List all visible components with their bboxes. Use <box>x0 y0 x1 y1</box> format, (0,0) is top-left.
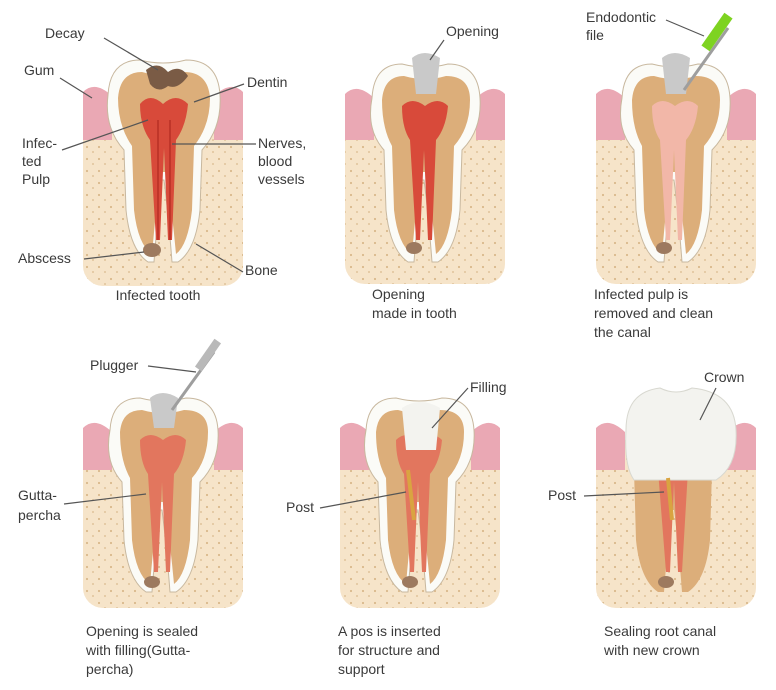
caption-2-line-1: Opening <box>372 286 425 302</box>
opening-filling <box>150 393 178 428</box>
caption-4-line-3: percha) <box>86 661 133 677</box>
abscess <box>658 576 674 588</box>
label-dentin: Dentin <box>247 74 287 90</box>
label-abscess: Abscess <box>18 250 71 266</box>
label-infected-2: ted <box>22 153 41 169</box>
abscess <box>406 242 422 254</box>
leader-file <box>666 20 704 36</box>
label-post: Post <box>286 499 314 515</box>
caption-1-line-1: Infected tooth <box>116 287 201 303</box>
caption-4-line-1: Opening is sealed <box>86 623 198 639</box>
abscess <box>143 243 161 257</box>
label-bone: Bone <box>245 262 278 278</box>
label-endodontic-2: file <box>586 27 604 43</box>
label-gum: Gum <box>24 62 54 78</box>
crown <box>626 388 737 480</box>
abscess <box>402 576 418 588</box>
caption-2-line-2: made in tooth <box>372 305 457 321</box>
panel-sealed: Plugger Gutta- percha Opening is sealed … <box>18 339 243 677</box>
label-nerves-1: Nerves, <box>258 135 306 151</box>
label-nerves-3: vessels <box>258 171 305 187</box>
opening-filling <box>412 53 440 94</box>
caption-5-line-2: for structure and <box>338 642 440 658</box>
caption-3-line-1: Infected pulp is <box>594 286 688 302</box>
caption-3-line-2: removed and clean <box>594 305 713 321</box>
label-gutta-2: percha <box>18 507 61 523</box>
caption-6-line-1: Sealing root canal <box>604 623 716 639</box>
caption-3-line-3: the canal <box>594 324 651 340</box>
caption-5-line-3: support <box>338 661 385 677</box>
caption-4-line-2: with filling(Gutta- <box>85 642 191 658</box>
label-decay: Decay <box>45 25 85 41</box>
label-nerves-2: blood <box>258 153 292 169</box>
caption-5-line-1: A pos is inserted <box>338 623 441 639</box>
panel-cleaning: Endodontic file Infected pulp is removed… <box>586 9 756 340</box>
label-opening: Opening <box>446 23 499 39</box>
leader-plugger <box>148 366 196 372</box>
label-filling: Filling <box>470 379 507 395</box>
leader-gum <box>60 78 92 98</box>
label-endodontic-1: Endodontic <box>586 9 656 25</box>
panel-infected-tooth: Decay Gum Dentin Infec- ted Pulp Nerves,… <box>18 25 306 303</box>
abscess <box>144 576 160 588</box>
label-infected-1: Infec- <box>22 135 57 151</box>
label-post: Post <box>548 487 576 503</box>
caption-6-line-2: with new crown <box>603 642 700 658</box>
panel-post: Filling Post A pos is inserted for struc… <box>286 379 507 677</box>
label-crown: Crown <box>704 369 744 385</box>
label-gutta-1: Gutta- <box>18 487 57 503</box>
panel-opening: Opening Opening made in tooth <box>345 23 505 321</box>
label-infected-3: Pulp <box>22 171 50 187</box>
panel-crown: Crown Post Sealing root canal with new c… <box>548 369 756 658</box>
abscess <box>656 242 672 254</box>
label-plugger: Plugger <box>90 357 139 373</box>
